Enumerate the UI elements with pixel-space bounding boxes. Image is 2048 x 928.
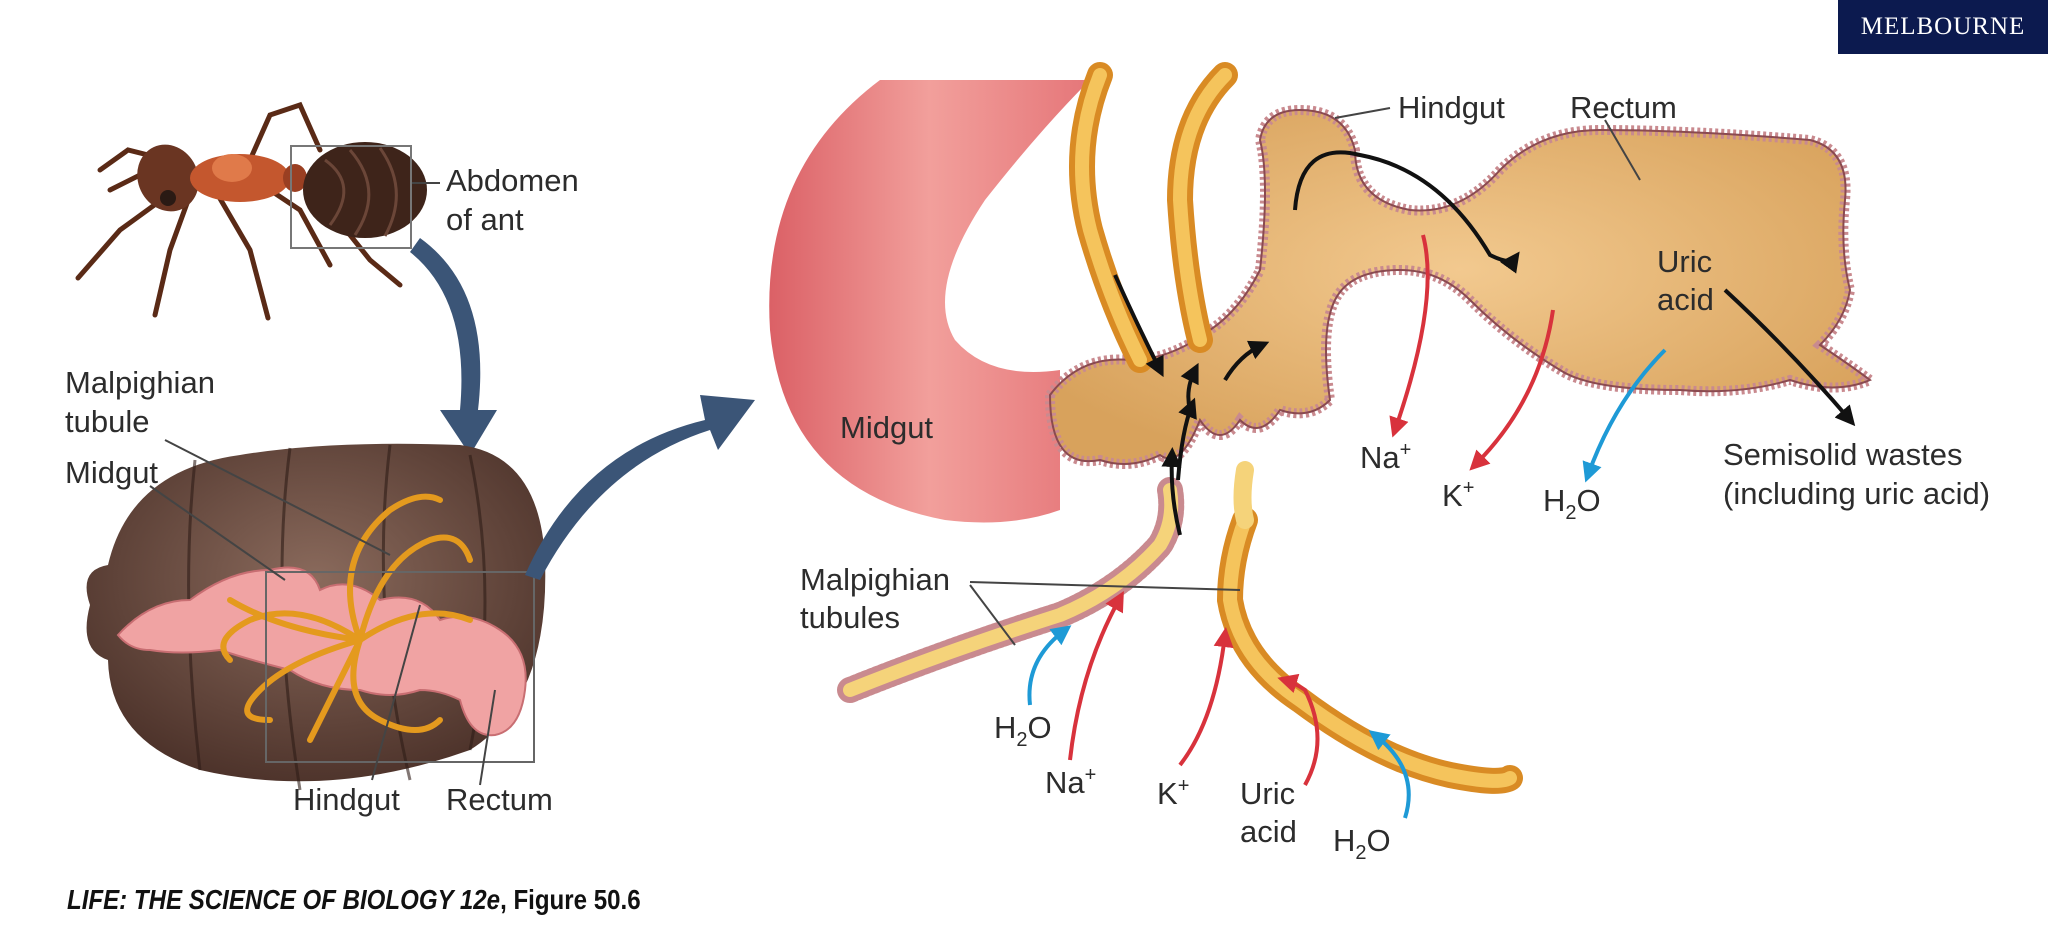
- university-logo-badge: MELBOURNE: [1838, 0, 2048, 54]
- label-hindgut-left: Hindgut: [293, 782, 400, 817]
- label-malpighian-tubule-left: Malpighian tubule: [65, 365, 224, 439]
- label-k-tubule: K+: [1157, 775, 1189, 811]
- label-na-hindgut: Na+: [1360, 439, 1411, 475]
- zoom-arrow-right: [525, 395, 755, 580]
- label-abdomen-of-ant: Abdomen of ant: [446, 163, 587, 237]
- ion-arrows: [1068, 234, 1555, 786]
- ant-illustration: [75, 101, 427, 321]
- water-arrows: [1027, 348, 1667, 819]
- caption-book-title: LIFE: THE SCIENCE OF BIOLOGY 12e: [67, 884, 501, 915]
- label-k-rectum: K+: [1442, 477, 1474, 513]
- caption-figure-number: , Figure 50.6: [500, 884, 641, 915]
- label-h2o-tubule-1: H2O: [994, 710, 1052, 751]
- label-rectum-right: Rectum: [1570, 90, 1677, 125]
- flow-arrows: [1113, 150, 1856, 536]
- label-h2o-tubule-2: H2O: [1333, 823, 1391, 864]
- label-rectum-left: Rectum: [446, 782, 553, 817]
- midgut-tube: [769, 80, 1090, 523]
- figure-caption: LIFE: THE SCIENCE OF BIOLOGY 12e, Figure…: [67, 884, 641, 916]
- label-malpighian-tubules-right: Malpighian tubules: [800, 562, 959, 635]
- malpighian-tubules-right: [837, 62, 1523, 794]
- gut-zoom-box: [265, 571, 535, 763]
- label-na-tubule: Na+: [1045, 764, 1096, 800]
- label-uric-acid-tubule: Uric acid: [1240, 776, 1304, 849]
- label-uric-acid-rectum: Uric acid: [1657, 244, 1721, 317]
- abdomen-cross-section: [86, 443, 546, 791]
- hindgut-rectum: [1044, 104, 1880, 469]
- label-hindgut-right: Hindgut: [1398, 90, 1505, 125]
- label-semisolid-wastes: Semisolid wastes (including uric acid): [1723, 437, 1990, 511]
- label-h2o-rectum: H2O: [1543, 483, 1601, 524]
- label-midgut-right: Midgut: [840, 410, 933, 445]
- label-midgut-left: Midgut: [65, 455, 158, 490]
- abdomen-zoom-box: [290, 145, 412, 249]
- zoom-arrow-down: [410, 238, 497, 455]
